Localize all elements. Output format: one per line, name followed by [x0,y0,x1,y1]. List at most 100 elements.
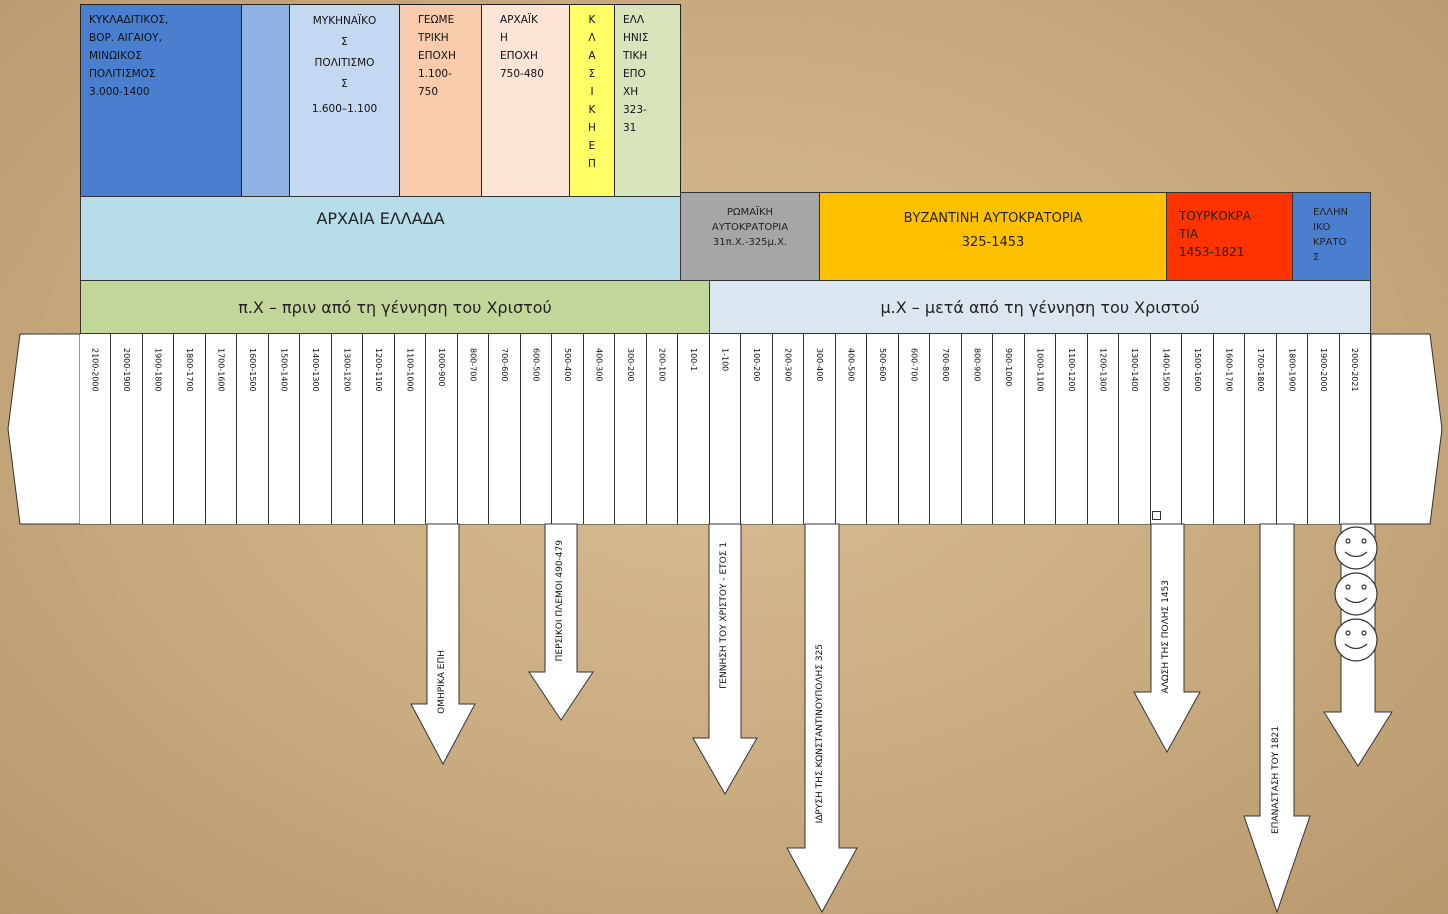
century-label: 1300-1400 [1129,348,1139,392]
century-label: 600-700 [909,348,919,382]
century-cell: 1000-1100 [1024,334,1057,524]
century-label: 1800-1700 [185,348,195,392]
era-ancient-greece: ΑΡΧΑΙΑ ΕΛΛΑΔΑ [80,196,681,281]
classical-letter: Σ [588,68,596,80]
century-cell: 2000-1900 [111,334,143,524]
century-cell: 1000-900 [426,334,458,524]
hellenistic-line: ΤΙΚΗ [623,50,648,62]
roman-line: 31π.Χ.-325μ.Χ. [712,237,788,248]
century-cell: 1400-1300 [300,334,332,524]
century-label: 1-100 [720,348,730,372]
arrow-homeric [410,523,476,766]
century-cell: 800-900 [961,334,994,524]
century-cell: 800-700 [457,334,490,524]
hellenistic-line: ΗΝΙΣ [623,32,649,44]
mycenaean-line: ΠΟΛΙΤΙΣΜΟ [314,57,375,69]
century-cell: 700-600 [489,334,521,524]
greek-state-line: ΙΚΟ [1313,222,1331,233]
century-label: 600-500 [531,348,541,382]
greek-state-line: Σ [1313,252,1320,263]
mycenaean-line: Σ [341,78,348,90]
smiley-icon [1334,526,1378,662]
archaic-line: ΕΠΟΧΗ [500,50,538,62]
century-cell: 600-700 [898,334,931,524]
geometric-line: ΤΡΙΚΗ [418,32,449,44]
ottoman-line: ΤΟΥΡΚΟΚΡΑ [1179,209,1251,223]
century-cell: 700-800 [930,334,962,524]
century-label: 1300-1200 [342,348,352,392]
geometric-line: ΕΠΟΧΗ [418,50,456,62]
era-byzantine: ΒΥΖΑΝΤΙΝΗ ΑΥΤΟΚΡΑΤΟΡΙΑ 325-1453 [819,192,1167,281]
century-cell: 400-500 [835,334,868,524]
century-label: 1100-1000 [405,348,415,392]
geometric-line: ΓΕΩΜΕ [418,14,455,26]
century-label: 1600-1500 [248,348,258,392]
century-cell: 1600-1500 [237,334,269,524]
century-cell: 500-600 [867,334,899,524]
century-label: 700-600 [500,348,510,382]
mycenaean-line: 1.600–1.100 [311,103,378,115]
century-cell: 1900-1800 [142,334,175,524]
century-label: 1800-1900 [1287,348,1297,392]
century-label: 1700-1800 [1255,348,1265,392]
classical-letter: Ε [588,140,596,152]
century-cell: 1300-1200 [331,334,364,524]
geometric-line: 750 [418,86,439,98]
event-constantinople-label: ΙΔΡΥΣΗ ΤΗΣ ΚΩΝΣΤΑΝΤΙΝΟΥΠΟΛΗΣ 325 [815,644,825,824]
century-label: 1000-1100 [1035,348,1045,392]
century-label: 2000-1900 [122,348,132,392]
century-cell: 1500-1600 [1182,334,1214,524]
century-label: 1700-1600 [216,348,226,392]
arrow-fall [1133,523,1201,754]
hellenistic-line: ΕΛΛ [623,14,644,26]
century-label: 500-400 [563,348,573,382]
century-cell: 200-100 [646,334,679,524]
century-label: 1200-1300 [1098,348,1108,392]
century-cell: 1200-1300 [1087,334,1120,524]
ottoman-line: ΤΙΑ [1179,227,1199,241]
period-mycenaean: ΜΥΚΗΝΑΪΚΟ Σ ΠΟΛΙΤΙΣΜΟ Σ 1.600–1.100 [289,4,400,197]
century-cell: 1700-1800 [1245,334,1277,524]
century-label: 900-1000 [1003,348,1013,387]
period-cycladic: ΚΥΚΛΑΔΙΤΙΚΟΣ, ΒΟΡ. ΑΙΓΑΙΟΥ, ΜΙΝΩΙΚΟΣ ΠΟΛ… [80,4,242,197]
century-cell: 1-100 [709,334,742,524]
cycladic-line: 3.000-1400 [89,86,150,98]
century-cell: 2100-2000 [80,334,112,524]
cycladic-line: ΚΥΚΛΑΔΙΤΙΚΟΣ, [89,14,169,26]
ad-label: μ.Χ – μετά από τη γέννηση του Χριστού [880,297,1200,317]
century-label: 1900-1800 [153,348,163,392]
classical-letter: Κ [588,14,596,26]
century-cell: 1200-1100 [363,334,395,524]
century-label: 200-100 [657,348,667,382]
period-classical: Κ Λ Α Σ Ι Κ Η Ε Π [569,4,615,197]
century-label: 800-900 [972,348,982,382]
mycenaean-line: ΜΥΚΗΝΑΪΚΟ [312,15,377,27]
classical-letter: Λ [588,32,596,44]
classical-letter: Κ [588,104,596,116]
century-label: 700-800 [940,348,950,382]
arrow-birth [692,523,758,796]
roman-line: ΡΩΜΑΪΚΗ [726,207,774,218]
cycladic-line: ΠΟΛΙΤΙΣΜΟΣ [89,68,156,80]
period-hellenistic: ΕΛΛ ΗΝΙΣ ΤΙΚΗ ΕΠΟ ΧΗ 323- 31 [614,4,681,197]
century-cell: 500-400 [552,334,584,524]
bc-label: π.Χ – πριν από τη γέννηση του Χριστού [238,297,552,317]
cycladic-line: ΒΟΡ. ΑΙΓΑΙΟΥ, [89,32,162,44]
arrow-revolution [1243,523,1311,914]
classical-letter: Η [588,122,596,134]
century-cell: 400-300 [583,334,616,524]
event-revolution-label: ΕΠΑΝΑΣΤΑΣΗ ΤΟΥ 1821 [1271,726,1281,834]
classical-letter: Ι [590,86,594,98]
century-label: 1400-1500 [1161,348,1171,392]
era-greek-state: ΕΛΛΗΝ ΙΚΟ ΚΡΑΤΟ Σ [1292,192,1371,281]
event-persian-label: ΠΕΡΣΙΚΟΙ ΠΛΕΜΟΙ 490-479 [555,540,565,662]
century-label: 2100-2000 [90,348,100,392]
century-cell: 2000-2021 [1339,334,1371,524]
century-cell: 600-500 [520,334,553,524]
century-label: 800-700 [468,348,478,382]
century-cell: 1900-2000 [1308,334,1340,524]
archaic-line: ΑΡΧΑΪΚ [500,14,538,26]
century-label: 1500-1600 [1192,348,1202,392]
century-cell: 900-1000 [993,334,1025,524]
event-fall-label: ΑΛΩΣΗ ΤΗΣ ΠΟΛΗΣ 1453 [1161,580,1171,694]
